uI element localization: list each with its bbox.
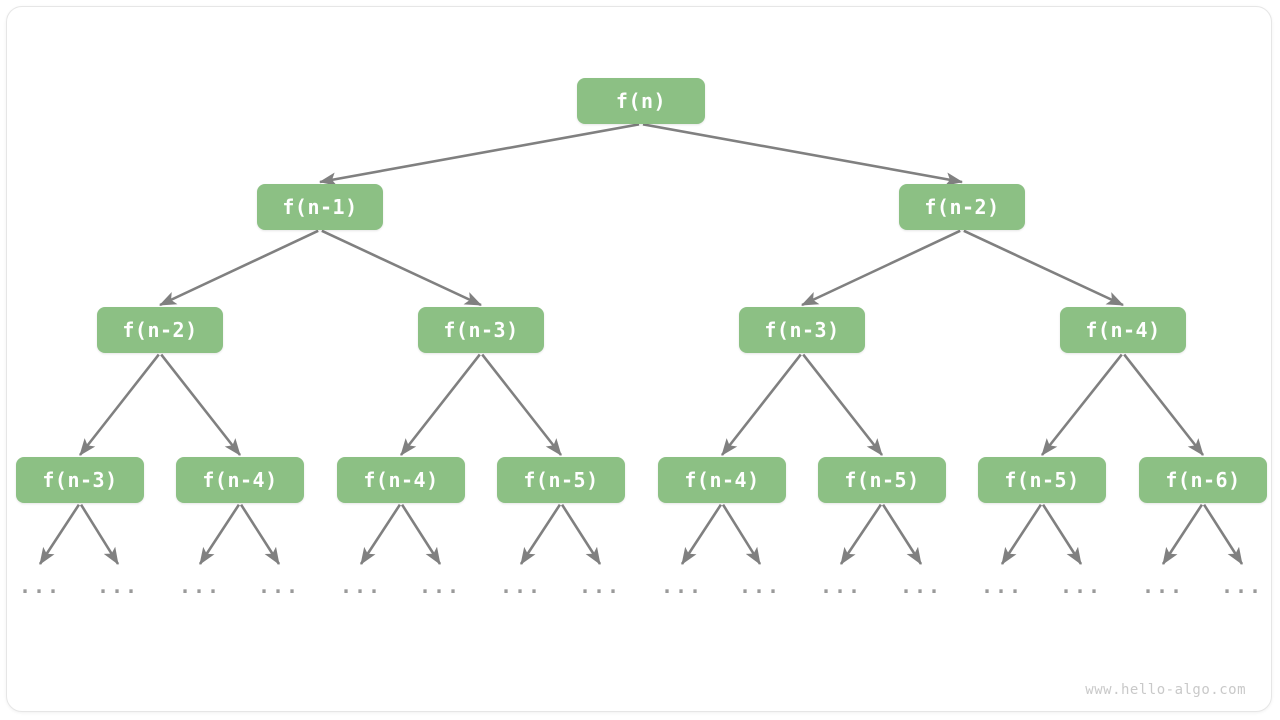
ellipsis-marker: ... bbox=[899, 574, 943, 598]
ellipsis-marker: ... bbox=[1220, 574, 1264, 598]
tree-node-label: f(n-4) bbox=[202, 468, 278, 492]
ellipsis-marker: ... bbox=[418, 574, 462, 598]
tree-node-label: f(n-4) bbox=[363, 468, 439, 492]
tree-node: f(n-4) bbox=[176, 457, 304, 503]
tree-node: f(n-6) bbox=[1139, 457, 1267, 503]
ellipsis-marker: ... bbox=[18, 574, 62, 598]
tree-node: f(n-3) bbox=[739, 307, 865, 353]
tree-node: f(n-3) bbox=[418, 307, 544, 353]
tree-node-label: f(n-5) bbox=[1004, 468, 1080, 492]
ellipsis-marker: ... bbox=[178, 574, 222, 598]
tree-node: f(n-4) bbox=[1060, 307, 1186, 353]
tree-node: f(n-3) bbox=[16, 457, 144, 503]
watermark: www.hello-algo.com bbox=[1085, 682, 1246, 698]
tree-node-label: f(n-5) bbox=[844, 468, 920, 492]
ellipsis-marker: ... bbox=[1141, 574, 1185, 598]
tree-node: f(n-5) bbox=[818, 457, 946, 503]
ellipsis-marker: ... bbox=[96, 574, 140, 598]
ellipsis-marker: ... bbox=[738, 574, 782, 598]
tree-node-label: f(n) bbox=[615, 89, 667, 113]
tree-node-label: f(n-1) bbox=[282, 195, 358, 219]
tree-node: f(n-1) bbox=[257, 184, 383, 230]
tree-node: f(n-2) bbox=[97, 307, 223, 353]
tree-node: f(n) bbox=[577, 78, 705, 124]
tree-node-label: f(n-4) bbox=[1085, 318, 1161, 342]
tree-node: f(n-2) bbox=[899, 184, 1025, 230]
tree-node: f(n-5) bbox=[497, 457, 625, 503]
ellipsis-marker: ... bbox=[819, 574, 863, 598]
tree-node-label: f(n-5) bbox=[523, 468, 599, 492]
ellipsis-marker: ... bbox=[578, 574, 622, 598]
tree-node-label: f(n-2) bbox=[924, 195, 1000, 219]
tree-node-label: f(n-3) bbox=[443, 318, 519, 342]
ellipsis-marker: ... bbox=[980, 574, 1024, 598]
tree-node: f(n-4) bbox=[337, 457, 465, 503]
ellipsis-marker: ... bbox=[499, 574, 543, 598]
tree-node-label: f(n-4) bbox=[684, 468, 760, 492]
tree-node: f(n-5) bbox=[978, 457, 1106, 503]
tree-node-label: f(n-6) bbox=[1165, 468, 1241, 492]
tree-node: f(n-4) bbox=[658, 457, 786, 503]
tree-node-label: f(n-3) bbox=[764, 318, 840, 342]
tree-node-label: f(n-2) bbox=[122, 318, 198, 342]
ellipsis-marker: ... bbox=[1059, 574, 1103, 598]
ellipsis-marker: ... bbox=[257, 574, 301, 598]
ellipsis-marker: ... bbox=[339, 574, 383, 598]
ellipsis-marker: ... bbox=[660, 574, 704, 598]
tree-node-label: f(n-3) bbox=[42, 468, 118, 492]
